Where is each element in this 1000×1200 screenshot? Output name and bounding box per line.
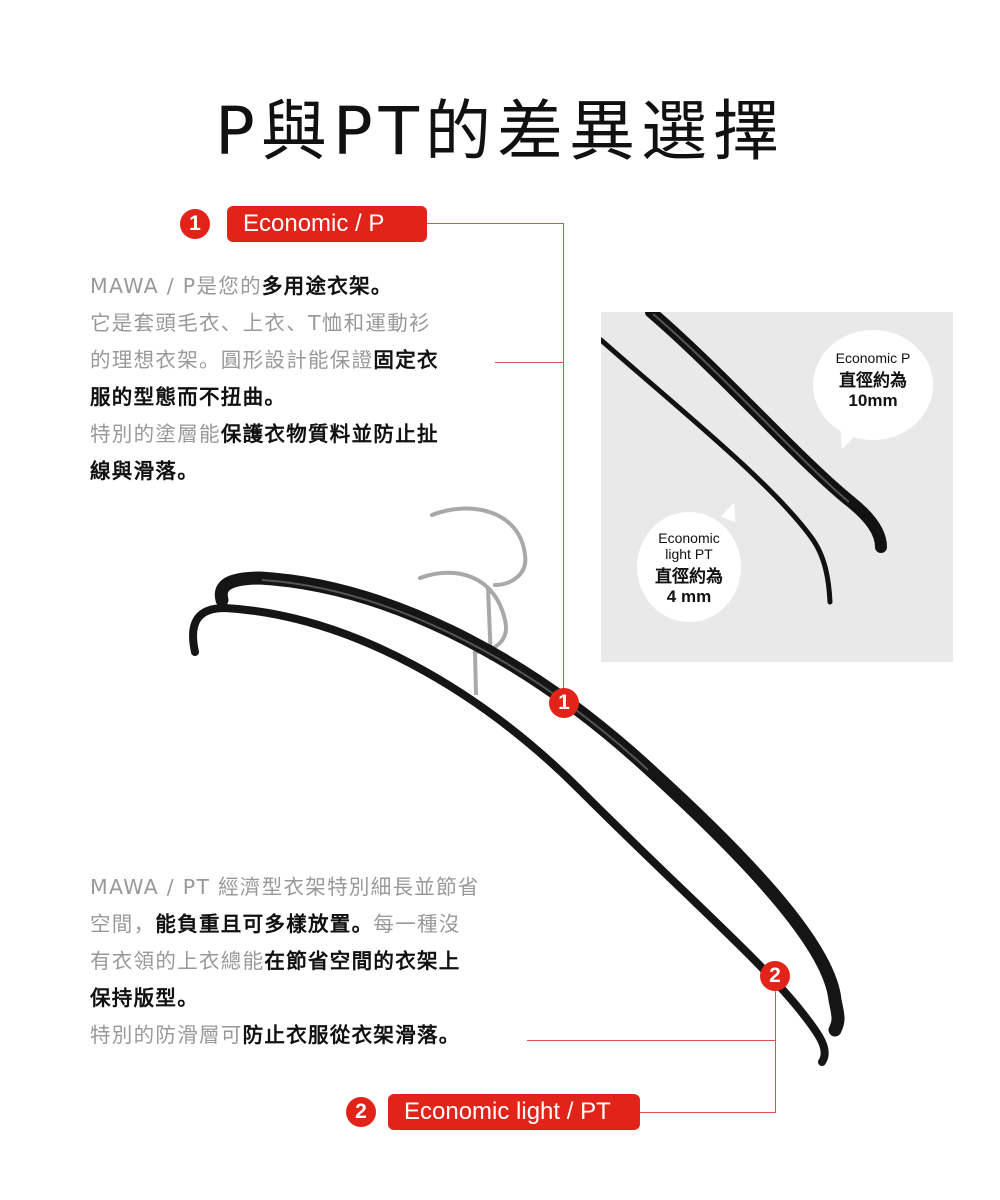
leader-line-1-horizontal <box>427 223 564 224</box>
section2-tag: Economic light / PT <box>388 1094 640 1130</box>
section2-description: MAWA / PT 經濟型衣架特別細長並節省空間，能負重且可多樣放置。每一種沒有… <box>90 869 480 1054</box>
highlighted-text: 能負重且可多樣放置。 <box>155 912 374 936</box>
description-line: 特別的防滑層可防止衣服從衣架滑落。 <box>90 1017 480 1054</box>
description-line: 線與滑落。 <box>90 453 439 490</box>
callout-pt-value: 4 mm <box>666 587 712 606</box>
highlighted-text: 多用途衣架。 <box>261 274 393 298</box>
callout-p-value: 10mm <box>848 391 898 410</box>
body-text: 的理想衣架。圓形設計能保證 <box>90 348 374 372</box>
body-text: MAWA / P是您的 <box>90 274 262 298</box>
description-line: 特別的塗層能保護衣物質料並防止扯 <box>90 416 439 453</box>
diameter-comparison-photo: Economic P 直徑約為 10mm Economic light PT 直… <box>601 312 953 662</box>
body-text: 它是套頭毛衣、上衣、T恤和運動衫 <box>90 311 431 335</box>
callout-pt-label: 直徑約為 <box>655 567 723 586</box>
marker-1: 1 <box>549 688 579 718</box>
description-line: 的理想衣架。圓形設計能保證固定衣 <box>90 342 439 379</box>
highlighted-text: 在節省空間的衣架上 <box>264 949 461 973</box>
leader-line-1-text-connector <box>495 362 563 363</box>
body-text: 有衣領的上衣總能 <box>90 949 265 973</box>
callout-p-label: 直徑約為 <box>839 371 907 390</box>
callout-p-bubble: Economic P 直徑約為 10mm <box>813 330 933 440</box>
body-text: 特別的防滑層可 <box>90 1023 243 1047</box>
callout-pt-model-line2: light PT <box>665 546 713 562</box>
callout-pt-model: Economic <box>658 530 720 546</box>
callout-p-model: Economic P <box>835 350 911 366</box>
description-line: MAWA / P是您的多用途衣架。 <box>90 268 439 305</box>
section2-number-badge: 2 <box>346 1097 376 1127</box>
description-line: MAWA / PT 經濟型衣架特別細長並節省 <box>90 869 480 906</box>
callout-pt-bubble: Economic light PT 直徑約為 4 mm <box>637 512 741 622</box>
highlighted-text: 服的型態而不扭曲。 <box>90 385 287 409</box>
highlighted-text: 線與滑落。 <box>90 459 199 483</box>
description-line: 空間，能負重且可多樣放置。每一種沒 <box>90 906 480 943</box>
description-line: 保持版型。 <box>90 980 480 1017</box>
body-text: 空間， <box>90 912 156 936</box>
description-line: 服的型態而不扭曲。 <box>90 379 439 416</box>
body-text: 特別的塗層能 <box>90 422 221 446</box>
highlighted-text: 保護衣物質料並防止扯 <box>220 422 439 446</box>
section1-number-badge: 1 <box>180 209 210 239</box>
highlighted-text: 防止衣服從衣架滑落。 <box>242 1023 461 1047</box>
description-line: 有衣領的上衣總能在節省空間的衣架上 <box>90 943 480 980</box>
body-text: MAWA / PT 經濟型衣架特別細長並節省 <box>90 875 480 899</box>
leader-line-2-vertical <box>775 985 776 1113</box>
leader-line-2-text-connector <box>527 1040 775 1041</box>
leader-line-2-horizontal <box>640 1112 775 1113</box>
section1-description: MAWA / P是您的多用途衣架。它是套頭毛衣、上衣、T恤和運動衫的理想衣架。圓… <box>90 268 439 490</box>
body-text: 每一種沒 <box>373 912 461 936</box>
page-title: P與PT的差異選擇 <box>215 93 785 170</box>
highlighted-text: 保持版型。 <box>90 986 199 1010</box>
section1-tag: Economic / P <box>227 206 427 242</box>
highlighted-text: 固定衣 <box>373 348 439 372</box>
marker-2: 2 <box>760 961 790 991</box>
leader-line-1-vertical <box>563 223 564 690</box>
hanger-closeup-image <box>601 312 887 605</box>
description-line: 它是套頭毛衣、上衣、T恤和運動衫 <box>90 305 439 342</box>
